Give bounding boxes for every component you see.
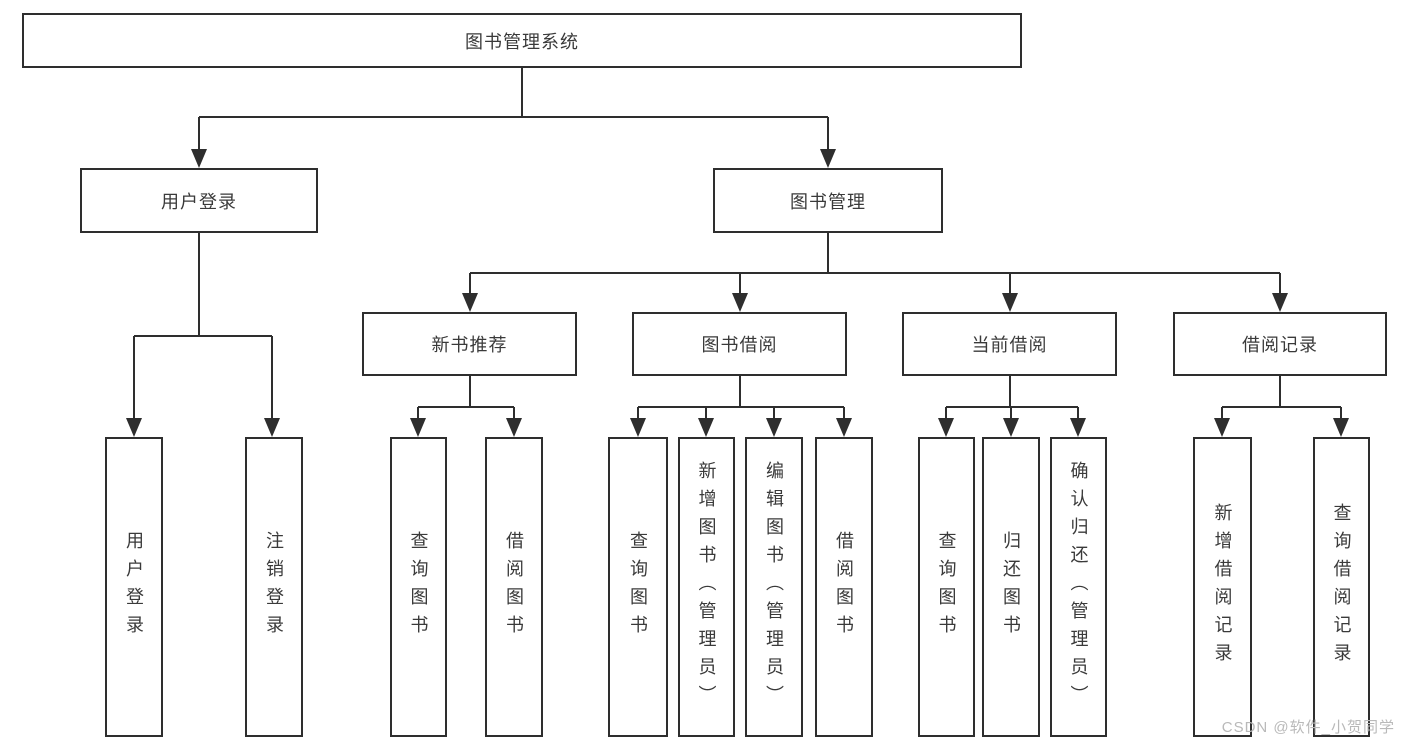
leaf-label: 借阅图书 (834, 531, 854, 643)
leaf-add-borrow-record: 新增借阅记录 (1193, 437, 1252, 737)
leaf-logout: 注销登录 (245, 437, 303, 737)
leaf-query-borrow-record: 查询借阅记录 (1313, 437, 1370, 737)
csdn-watermark: CSDN @软件_小贺同学 (1221, 719, 1395, 736)
leaf-label: 编辑图书（管理员） (764, 461, 784, 713)
leaf-label: 查询图书 (628, 531, 648, 643)
leaf-add-book-admin: 新增图书（管理员） (678, 437, 735, 737)
node-book-management: 图书管理 (713, 168, 943, 233)
leaf-query-book-recommend: 查询图书 (390, 437, 447, 737)
leaf-confirm-return-admin: 确认归还（管理员） (1050, 437, 1107, 737)
leaf-user-login: 用户登录 (105, 437, 163, 737)
node-root-library-system: 图书管理系统 (22, 13, 1022, 68)
leaf-label: 查询图书 (936, 531, 957, 643)
leaf-borrow-book: 借阅图书 (815, 437, 873, 737)
leaf-query-book-borrow: 查询图书 (608, 437, 668, 737)
leaf-return-book: 归还图书 (982, 437, 1040, 737)
leaf-edit-book-admin: 编辑图书（管理员） (745, 437, 803, 737)
node-borrow-record: 借阅记录 (1173, 312, 1387, 376)
leaf-label: 注销登录 (264, 531, 284, 643)
node-new-book-recommend: 新书推荐 (362, 312, 577, 376)
leaf-label: 查询图书 (408, 531, 429, 643)
leaf-query-book-current: 查询图书 (918, 437, 975, 737)
leaf-label: 借阅图书 (504, 531, 524, 643)
leaf-label: 查询借阅记录 (1331, 503, 1352, 671)
node-book-borrow: 图书借阅 (632, 312, 847, 376)
leaf-borrow-book-recommend: 借阅图书 (485, 437, 543, 737)
node-current-borrow: 当前借阅 (902, 312, 1117, 376)
node-user-login: 用户登录 (80, 168, 318, 233)
leaf-label: 新增借阅记录 (1212, 503, 1233, 671)
leaf-label: 用户登录 (124, 531, 144, 643)
leaf-label: 确认归还（管理员） (1068, 461, 1089, 713)
leaf-label: 归还图书 (1001, 531, 1021, 643)
leaf-label: 新增图书（管理员） (696, 461, 717, 713)
